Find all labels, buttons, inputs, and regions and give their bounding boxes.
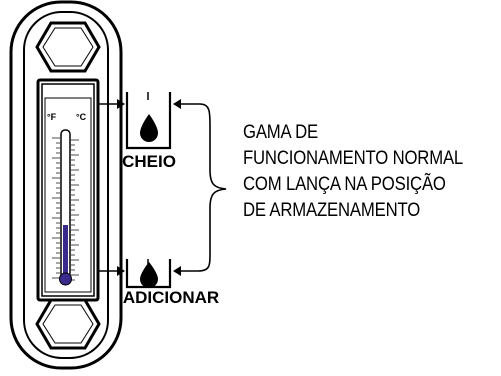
add-level-marker: ADICIONAR: [98, 259, 219, 307]
description-line: DE ARMAZENAMENTO: [243, 200, 421, 221]
drop-icon: [140, 262, 158, 288]
thermometer: °F °C: [47, 112, 87, 286]
full-level-marker: CHEIO: [98, 92, 200, 171]
hex-bolt-icon: [35, 298, 101, 350]
unit-celsius-label: °C: [76, 112, 87, 122]
brace-icon: [197, 103, 227, 272]
thermometer-fluid: [63, 225, 68, 280]
unit-fahrenheit-label: °F: [47, 112, 57, 122]
arrow-left-icon: [173, 99, 181, 109]
description-line: FUNCIONAMENTO NORMAL: [243, 148, 464, 169]
add-label: ADICIONAR: [123, 288, 219, 307]
hex-bolt-icon: [35, 21, 101, 73]
arrow-right-icon: [117, 266, 125, 276]
normal-operating-range-description: GAMA DE FUNCIONAMENTO NORMAL COM LANÇA N…: [243, 120, 470, 224]
full-label: CHEIO: [122, 152, 176, 171]
drop-icon: [140, 114, 158, 142]
thermometer-bulb: [59, 272, 72, 286]
description-line: GAMA DE: [243, 122, 318, 143]
description-line: COM LANÇA NA POSIÇÃO: [243, 174, 446, 195]
arrow-left-icon: [173, 266, 181, 276]
arrow-right-icon: [117, 99, 125, 109]
